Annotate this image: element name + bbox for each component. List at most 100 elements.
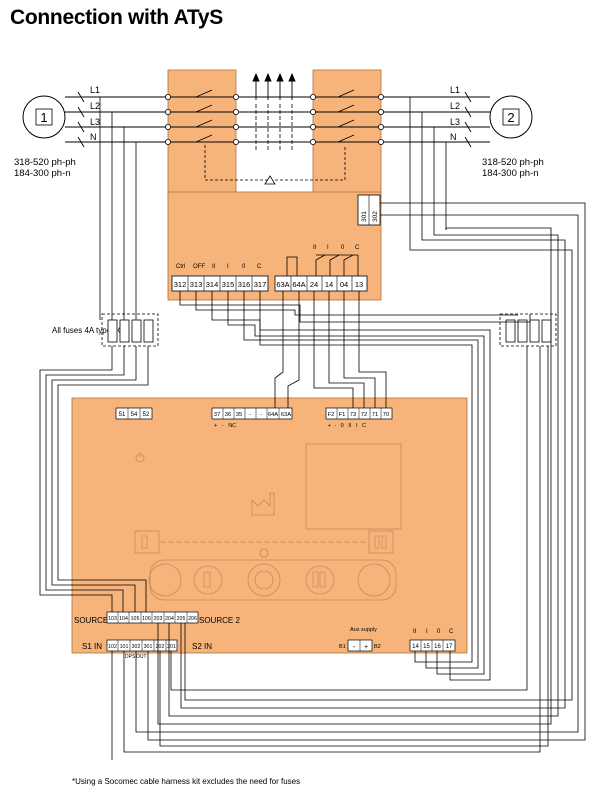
terminal-203: 203 (154, 616, 163, 622)
svg-text:II: II (313, 245, 317, 251)
atys-upper-right-pole (312, 69, 382, 199)
switch-contacts (195, 89, 355, 143)
terminal-302: 302 (372, 211, 379, 222)
s2-in-label: S2 IN (192, 642, 212, 651)
controller-display (305, 443, 402, 530)
fuse-block-left (101, 313, 159, 347)
svg-text:0: 0 (437, 629, 441, 635)
svg-text:C: C (257, 264, 262, 270)
terminal-201: 201 (167, 644, 176, 650)
side-terminal-block: 301 302 (357, 194, 381, 226)
fuse-icon (131, 319, 142, 343)
source-1-rating-1: 318-520 ph-ph (14, 157, 76, 168)
output-labels: II I 0 C (313, 245, 360, 251)
selector-knob-right (357, 563, 391, 597)
dps-label: DPS (125, 654, 136, 660)
terminal-13: 13 (355, 280, 363, 289)
terminal-315: 315 (222, 280, 235, 289)
source-1-l1-label: L1 (90, 85, 100, 95)
terminal-313: 313 (190, 280, 203, 289)
source-2-number: 2 (507, 110, 514, 125)
svg-text:C: C (355, 245, 360, 251)
terminal-24: 24 (310, 280, 318, 289)
terminal-63a: 63A (276, 280, 289, 289)
terminal-206: 206 (188, 616, 197, 622)
source-2-rating-2: 184-300 ph-n (482, 168, 539, 179)
terminal-302-ctrl: 302 (132, 644, 141, 650)
terminal-minus-2: - (260, 412, 262, 418)
source-2-l2-label: L2 (450, 101, 460, 111)
terminal-14: 14 (325, 280, 333, 289)
terminal-37: 37 (214, 412, 220, 418)
terminal-103: 103 (108, 616, 117, 622)
terminal-205: 205 (177, 616, 186, 622)
terminal-15: 15 (423, 644, 430, 650)
terminal-36: 36 (225, 412, 231, 418)
fuse-icon (517, 319, 528, 343)
terminal-105: 105 (131, 616, 140, 622)
terminal-301: 301 (361, 211, 368, 222)
svg-text:0: 0 (242, 264, 246, 270)
source-2-label: SOURCE 2 (199, 616, 240, 625)
source-1-l3-label: L3 (90, 117, 100, 127)
output-arrows (252, 72, 296, 100)
source-2-l3-label: L3 (450, 117, 460, 127)
terminal-312: 312 (174, 280, 187, 289)
top-right-sub-label: + - 0 II I C (328, 423, 366, 429)
terminal-73: 73 (350, 412, 356, 418)
terminal-64a-ctrl: 64A (268, 412, 278, 418)
fuse-icon (143, 319, 154, 343)
aux-supply-label: Aux supply (350, 627, 377, 633)
source-1-n-label: N (90, 132, 97, 142)
source-2-rating-1: 318-520 ph-ph (482, 157, 544, 168)
terminal-104: 104 (119, 616, 128, 622)
terminal-101: 101 (120, 644, 129, 650)
svg-text:I: I (327, 245, 329, 251)
aux-minus: - (353, 644, 356, 651)
power-led-icon (135, 452, 145, 463)
terminal-51: 51 (119, 412, 126, 418)
page-title: Connection with ATyS (10, 6, 223, 29)
terminal-106: 106 (142, 616, 151, 622)
out-label: OUT (136, 654, 147, 660)
fuse-icon (107, 319, 118, 343)
fuse-icon (541, 319, 552, 343)
fuse-note: All fuses 4A type gG* (52, 326, 127, 335)
source-1-label: SOURCE 1 (74, 616, 115, 625)
terminal-71: 71 (372, 412, 378, 418)
aux-plus: + (364, 644, 368, 651)
terminal-202: 202 (156, 644, 165, 650)
factory-icon (251, 492, 275, 516)
sensing-wires-right (409, 97, 447, 230)
source-1-rating-2: 184-300 ph-n (14, 168, 71, 179)
terminal-14-ctrl: 14 (412, 644, 419, 650)
sensing-wires-left (99, 97, 137, 320)
source-1-l2-label: L2 (90, 101, 100, 111)
output-terminal-block: II I 0 C 63A 64A 24 14 04 13 (274, 245, 368, 292)
phase-terminals (164, 94, 384, 145)
source-1-number: 1 (40, 110, 47, 125)
linkage-triangle-icon (264, 175, 276, 185)
atys-upper-left-pole (167, 69, 237, 199)
terminal-54: 54 (131, 412, 138, 418)
fuse-icon (119, 319, 130, 343)
terminal-204: 204 (165, 616, 174, 622)
source-2-circle (489, 95, 533, 139)
svg-text:OFF: OFF (193, 264, 205, 270)
svg-text:I: I (227, 264, 229, 270)
terminal-f1: F1 (339, 412, 346, 418)
terminal-04: 04 (340, 280, 348, 289)
phase-lines (65, 91, 490, 148)
terminal-minus-1: - (249, 412, 251, 418)
svg-text:II: II (413, 629, 417, 635)
source-1-circle (22, 95, 66, 139)
terminal-17: 17 (446, 644, 453, 650)
terminal-16: 16 (434, 644, 441, 650)
footnote: *Using a Socomec cable harness kit exclu… (72, 777, 300, 786)
terminal-317: 317 (254, 280, 267, 289)
terminal-301-ctrl: 301 (144, 644, 153, 650)
control-terminal-block: Ctrl OFF II I 0 C 312 313 314 315 316 31… (171, 264, 269, 292)
svg-text:I: I (426, 629, 428, 635)
svg-text:Ctrl: Ctrl (176, 264, 185, 270)
